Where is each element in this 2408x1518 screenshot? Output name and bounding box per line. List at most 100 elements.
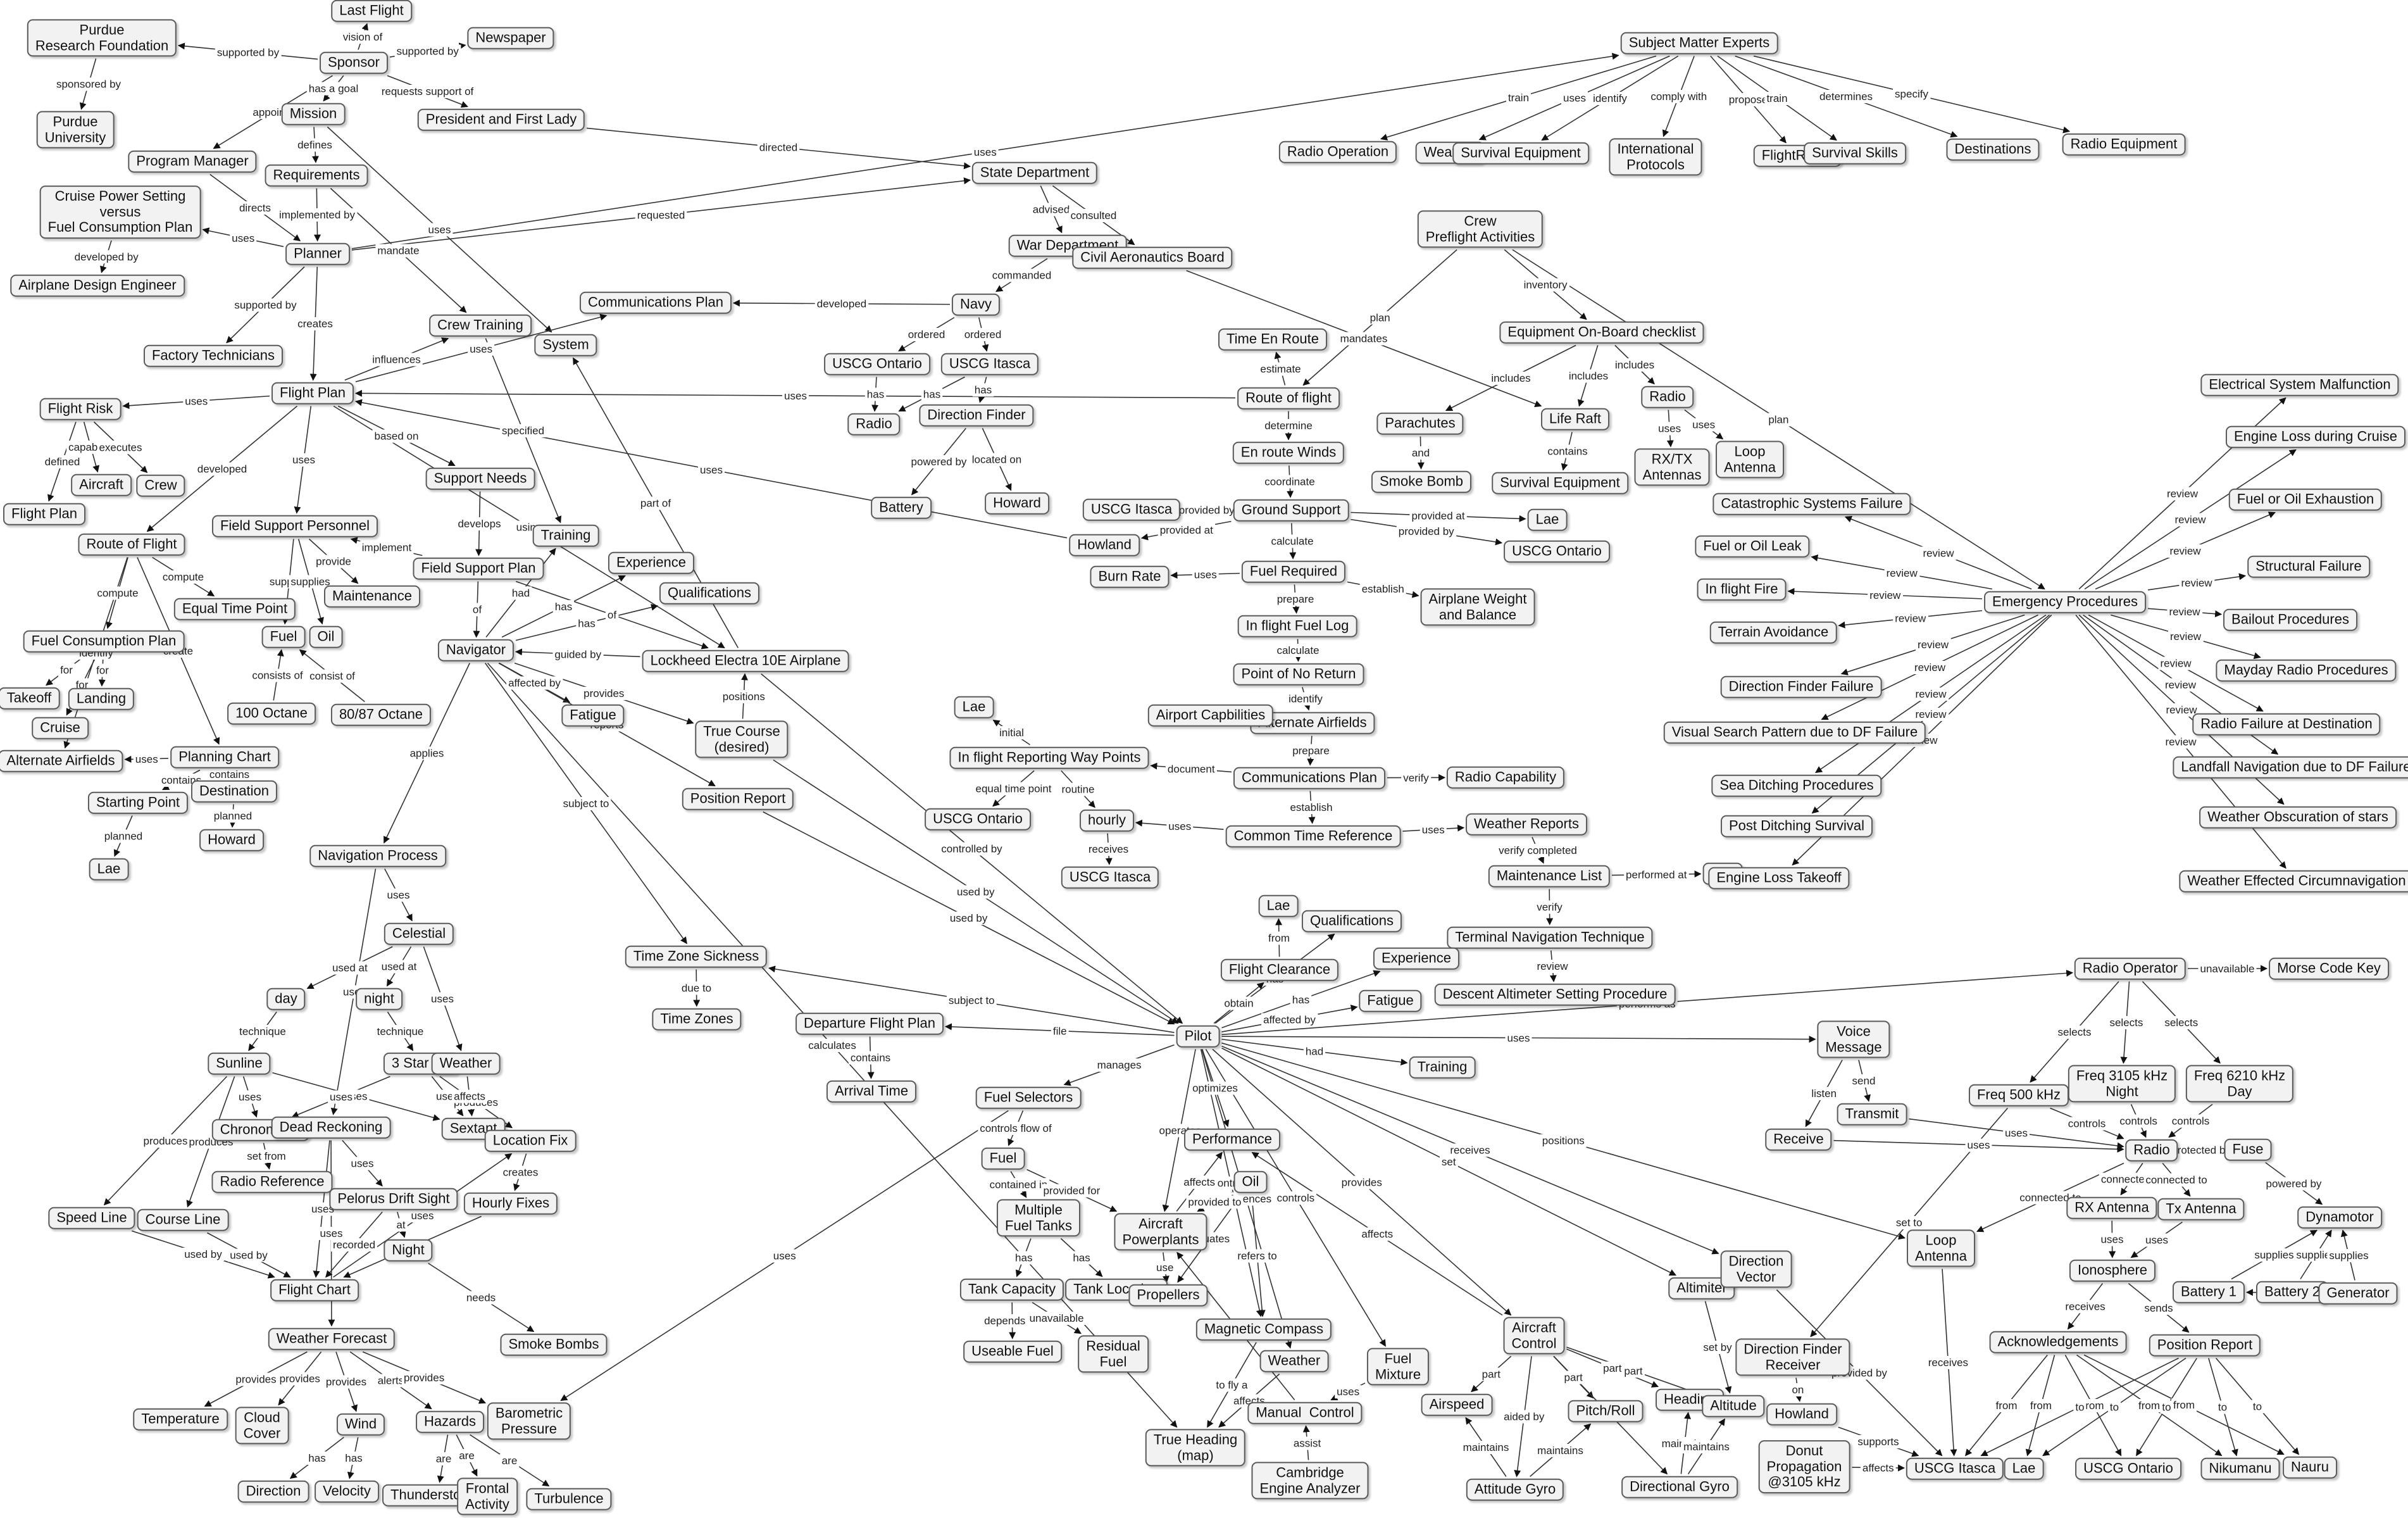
edge-label: supported by	[234, 299, 297, 311]
edge-label-bg	[207, 768, 252, 781]
edge-label-bg	[1396, 525, 1457, 539]
edge-label-bg	[1624, 868, 1689, 882]
concept-node: Sea Ditching Procedures	[1711, 774, 1882, 797]
edge-label: requested	[637, 210, 685, 222]
concept-node: Radio Capability	[1446, 766, 1565, 789]
concept-node: Cruise Power Setting versus Fuel Consump…	[39, 185, 201, 239]
edge-label-bg	[394, 44, 461, 58]
edge-label: receives	[1450, 1144, 1490, 1156]
edge-label: review	[2165, 679, 2197, 691]
edge-label-bg	[1809, 1087, 1839, 1100]
edge-label-bg	[1690, 418, 1718, 432]
edge-label-bg	[54, 77, 123, 91]
edge-label: includes	[1615, 359, 1654, 371]
edge-label-bg	[1913, 708, 1949, 721]
concept-node: Life Raft	[1541, 408, 1609, 430]
edge-label: had	[1306, 1045, 1323, 1057]
edge-label-bg	[401, 1371, 447, 1384]
edge-label: send	[1852, 1075, 1876, 1087]
edge-label-bg	[1166, 819, 1194, 833]
concept-node: In flight Reporting Way Points	[949, 746, 1149, 769]
edge-label-bg	[1335, 1385, 1362, 1399]
edge-label-bg	[289, 575, 332, 589]
edge-label-bg	[1506, 91, 1532, 104]
edge-label: uses	[431, 993, 454, 1005]
edge-label: compute	[97, 587, 138, 599]
edge-label-bg	[987, 1178, 1050, 1191]
edge-label: performed at	[1626, 869, 1687, 881]
concept-node: Common Time Reference	[1225, 825, 1401, 848]
edge-label-bg	[133, 752, 160, 766]
edge-label: provides	[326, 1376, 366, 1388]
concept-node: Airspeed	[1421, 1393, 1493, 1416]
edge-label: uses	[2005, 1127, 2028, 1139]
edge-label-bg	[2158, 656, 2194, 670]
edge-label: positions	[723, 691, 765, 703]
edge-label: uses	[1563, 92, 1586, 104]
edge-label-bg	[1030, 203, 1072, 216]
edge-label: unavailable	[2200, 963, 2254, 975]
edge-label-bg	[1915, 638, 1951, 651]
concept-node: Crew Training	[429, 314, 532, 337]
concept-node: Time En Route	[1218, 328, 1327, 351]
edge-label: has	[1073, 1252, 1090, 1264]
edge-label: supplies	[2329, 1250, 2368, 1262]
edge-label-bg	[1912, 661, 1948, 674]
edge-label: uses	[700, 464, 723, 476]
edge-label-bg	[1868, 588, 1904, 602]
edge-label-bg	[1338, 332, 1390, 346]
concept-node: Navigation Process	[309, 844, 446, 867]
edge-label-bg	[2137, 1399, 2162, 1412]
edge-label-bg	[2168, 544, 2204, 558]
edge-label-bg	[375, 244, 421, 258]
edge-label: provided at	[1411, 510, 1464, 522]
concept-node: Time Zone Sickness	[625, 945, 768, 968]
edge-label-bg	[470, 603, 484, 617]
concept-node: Howard	[199, 829, 264, 851]
edge-label: calculates	[808, 1039, 856, 1051]
edge-label: part	[1482, 1369, 1501, 1381]
concept-node: Directional Gyro	[1621, 1476, 1738, 1498]
concept-node: USCG Itasca	[1061, 866, 1159, 889]
concept-node: Course Line	[137, 1208, 229, 1231]
concept-node: Direction Finder Receiver	[1735, 1338, 1850, 1376]
concept-node: Subject Matter Experts	[1620, 32, 1778, 54]
edge-label: uses	[470, 343, 492, 355]
edge-label-bg	[2142, 1302, 2175, 1315]
edge-label: comply with	[1650, 91, 1707, 103]
edge-label: uses	[232, 232, 254, 244]
edge-label: supplies	[2296, 1249, 2335, 1261]
edge-label-bg	[1186, 1195, 1244, 1209]
edge-label-bg	[990, 268, 1054, 282]
edge-label: has	[975, 384, 992, 396]
edge-label: establish	[1290, 801, 1332, 813]
edge-label-bg	[1368, 311, 1392, 325]
edge-label: to fly a	[1216, 1379, 1248, 1391]
edge-label: receives	[1089, 843, 1128, 855]
edge-label: maintains	[1683, 1441, 1730, 1453]
edge-label-bg	[1766, 413, 1791, 427]
concept-node: Route of Flight	[78, 533, 185, 556]
edge-label: train	[1766, 92, 1787, 104]
edge-label: uses	[1658, 423, 1681, 435]
edge-label-bg	[720, 690, 767, 703]
edge-label-bg	[379, 85, 476, 98]
edge-label: review	[2170, 630, 2202, 643]
concept-node: Communications Plan	[580, 291, 732, 314]
edge-label: receives	[1928, 1357, 1968, 1369]
edge-label: routine	[1062, 784, 1095, 796]
edge-label-bg	[1480, 1367, 1503, 1381]
concept-node: Communications Plan	[1233, 767, 1385, 789]
edge-label-bg	[1275, 593, 1316, 606]
edge-label-bg	[1860, 1461, 1896, 1475]
concept-node: Aircraft Control	[1503, 1317, 1565, 1355]
edge-label-bg	[1613, 358, 1657, 372]
edge-label: used by	[230, 1250, 268, 1262]
edge-label: has	[555, 601, 572, 613]
edge-label-bg	[635, 208, 687, 222]
edge-label: uses	[1194, 568, 1217, 580]
concept-node: Factory Technicians	[143, 344, 284, 367]
edge-label: uses	[320, 1227, 343, 1239]
edge-label-bg	[1269, 534, 1316, 548]
